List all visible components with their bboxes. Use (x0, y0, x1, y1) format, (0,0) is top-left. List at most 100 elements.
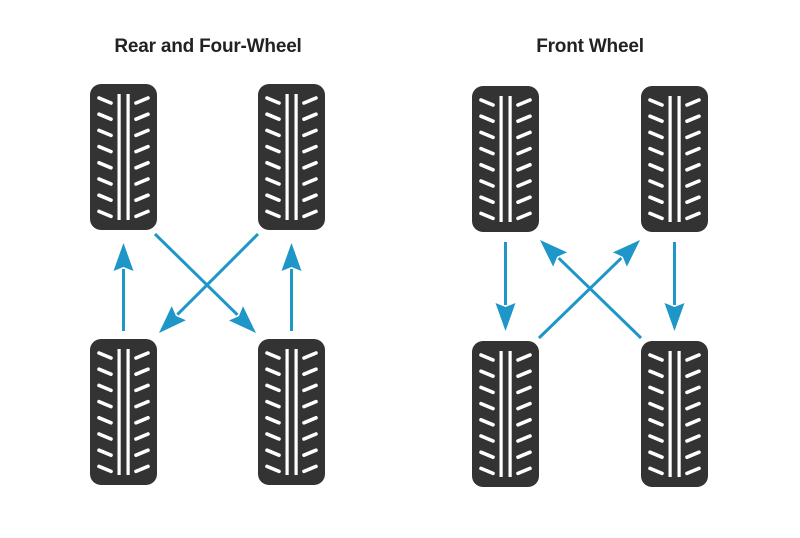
tread-mark (302, 415, 318, 425)
tread-mark (265, 383, 281, 393)
tread-mark (97, 432, 113, 441)
tread-mark (479, 114, 495, 123)
tread-mark (97, 96, 113, 105)
tread-mark (97, 128, 113, 138)
tread-mark (302, 432, 318, 441)
tire-front-right (641, 86, 708, 232)
tread-mark (134, 161, 150, 170)
tread-mark (265, 209, 281, 219)
tire-body (472, 341, 539, 487)
arrow-head (229, 306, 256, 333)
arrow-shaft (537, 257, 623, 340)
tread-mark (685, 98, 701, 107)
arrow-head (159, 306, 186, 333)
tread-mark (134, 112, 150, 121)
tread-mark (134, 432, 150, 441)
arrow-front-right-to-rear-left (159, 232, 260, 333)
tire-front-right (258, 84, 325, 230)
tread-mark (265, 351, 281, 360)
tread-mark (685, 401, 701, 411)
tread-groove (294, 349, 298, 475)
tread-mark (97, 464, 113, 474)
tread-groove (499, 351, 503, 477)
tread-mark (134, 351, 150, 360)
tread-mark (302, 399, 318, 409)
tread-mark (265, 128, 281, 138)
tread-mark (302, 128, 318, 138)
tire-body (258, 84, 325, 230)
tread-mark (97, 383, 113, 393)
tread-groove (126, 94, 130, 220)
tread-mark (479, 211, 495, 221)
tread-mark (134, 399, 150, 409)
tread-mark (648, 195, 664, 204)
tread-mark (685, 163, 701, 172)
tread-mark (265, 464, 281, 474)
tread-groove (126, 349, 130, 475)
tread-mark (479, 466, 495, 476)
tread-mark (265, 161, 281, 170)
tread-mark (648, 163, 664, 172)
arrow-shaft (557, 257, 643, 340)
tread-mark (265, 448, 281, 458)
tire-body (472, 86, 539, 232)
tire-rear-right (258, 339, 325, 485)
tread-mark (134, 464, 150, 474)
tread-mark (516, 195, 532, 204)
arrow-front-left-to-rear-left (495, 242, 516, 331)
tread-mark (516, 146, 532, 156)
tread-mark (97, 193, 113, 202)
tread-mark (685, 385, 701, 395)
tread-mark (516, 466, 532, 476)
tread-mark (97, 448, 113, 458)
tread-groove (508, 351, 512, 477)
tread-groove (668, 96, 672, 222)
tread-mark (97, 209, 113, 219)
tire-rear-left (472, 341, 539, 487)
tread-mark (516, 369, 532, 379)
tread-mark (648, 369, 664, 379)
front-wheel-diagram (472, 86, 708, 487)
tread-mark (134, 448, 150, 458)
tire-front-left (90, 84, 157, 230)
tread-mark (685, 417, 701, 427)
tread-mark (134, 96, 150, 105)
tread-mark (685, 146, 701, 156)
tread-mark (516, 385, 532, 395)
tread-groove (117, 349, 121, 475)
tread-groove (668, 351, 672, 477)
tire-body (641, 86, 708, 232)
tread-mark (479, 385, 495, 395)
tread-mark (685, 434, 701, 443)
tread-mark (685, 466, 701, 476)
tread-mark (685, 369, 701, 379)
tread-groove (285, 94, 289, 220)
tread-mark (265, 112, 281, 121)
tread-mark (265, 367, 281, 377)
tread-mark (134, 367, 150, 377)
tread-mark (302, 177, 318, 186)
tread-mark (685, 353, 701, 362)
rear-four-wheel-diagram (90, 84, 325, 485)
tread-mark (265, 177, 281, 186)
tread-mark (97, 351, 113, 360)
tread-mark (685, 114, 701, 123)
tread-mark (134, 177, 150, 186)
tread-mark (685, 450, 701, 460)
tread-mark (648, 353, 664, 362)
tread-mark (265, 415, 281, 425)
tread-mark (302, 209, 318, 219)
diagram-title-front-wheel: Front Wheel (536, 36, 644, 57)
tread-mark (648, 211, 664, 221)
tread-mark (302, 193, 318, 202)
tread-mark (648, 146, 664, 156)
tread-mark (265, 144, 281, 154)
tread-mark (302, 161, 318, 170)
tread-mark (134, 144, 150, 154)
tread-mark (265, 399, 281, 409)
tread-mark (302, 112, 318, 121)
tread-mark (685, 130, 701, 140)
tread-mark (516, 417, 532, 427)
tire-body (90, 339, 157, 485)
tread-mark (479, 163, 495, 172)
